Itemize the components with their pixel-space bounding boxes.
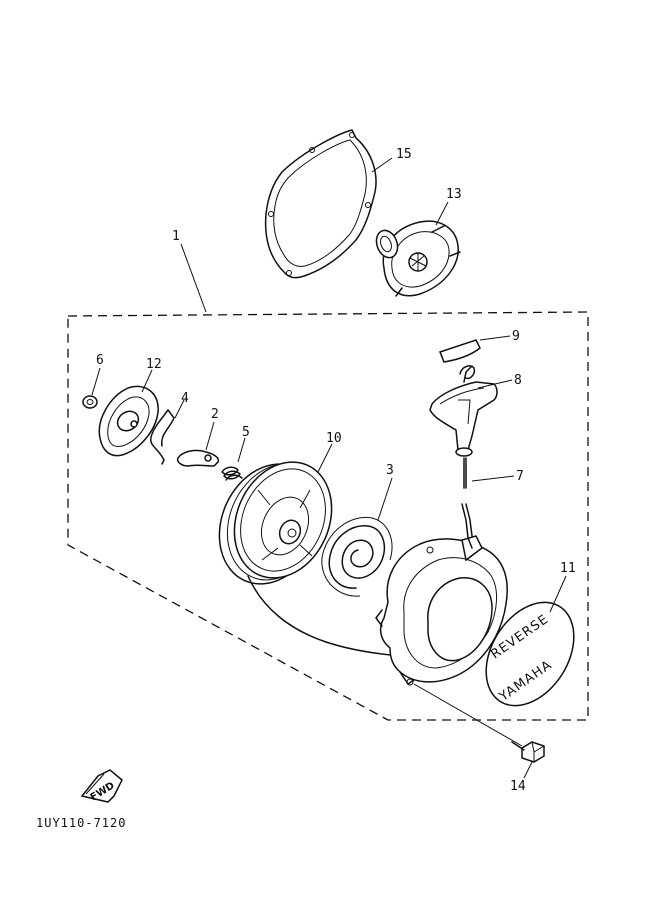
part-2-ratchet — [176, 449, 220, 467]
callout-7: 7 — [516, 469, 524, 484]
callout-15: 15 — [396, 147, 412, 162]
callout-4: 4 — [181, 391, 189, 406]
part-14-bolt — [511, 741, 545, 763]
callout-2: 2 — [211, 407, 219, 422]
callout-5: 5 — [242, 425, 250, 440]
starter-rope — [247, 575, 401, 657]
assembly-boundary — [67, 311, 589, 721]
callout-3: 3 — [386, 463, 394, 478]
part-11-emblem-cover: REVERSE YAMAHA — [485, 601, 575, 707]
callout-1: 1 — [172, 229, 180, 244]
callout-14: 14 — [510, 779, 526, 794]
callout-13: 13 — [446, 187, 462, 202]
part-4-spring-clip — [150, 409, 175, 465]
part-6-nut — [82, 395, 98, 409]
part-11-starter-case — [375, 535, 508, 686]
part-12-friction-plate — [98, 385, 159, 457]
part-3-spiral-spring — [321, 516, 393, 597]
callout-9: 9 — [512, 329, 520, 344]
fwd-arrow: FWD — [80, 769, 123, 803]
callout-6: 6 — [96, 353, 104, 368]
callout-8: 8 — [514, 373, 522, 388]
diagram-code: 1UY110-7120 — [36, 816, 127, 830]
callout-12: 12 — [146, 357, 162, 372]
callout-11: 11 — [560, 561, 576, 576]
part-15-gasket — [264, 129, 377, 279]
part-10-sheave-drum — [218, 461, 333, 585]
part-7-rope — [461, 457, 473, 549]
part-5-spring — [221, 466, 243, 481]
callout-10: 10 — [326, 431, 342, 446]
part-8-handle — [429, 365, 498, 457]
part-13-drive-cup — [375, 220, 461, 297]
part-9-handle-cap — [439, 339, 481, 363]
